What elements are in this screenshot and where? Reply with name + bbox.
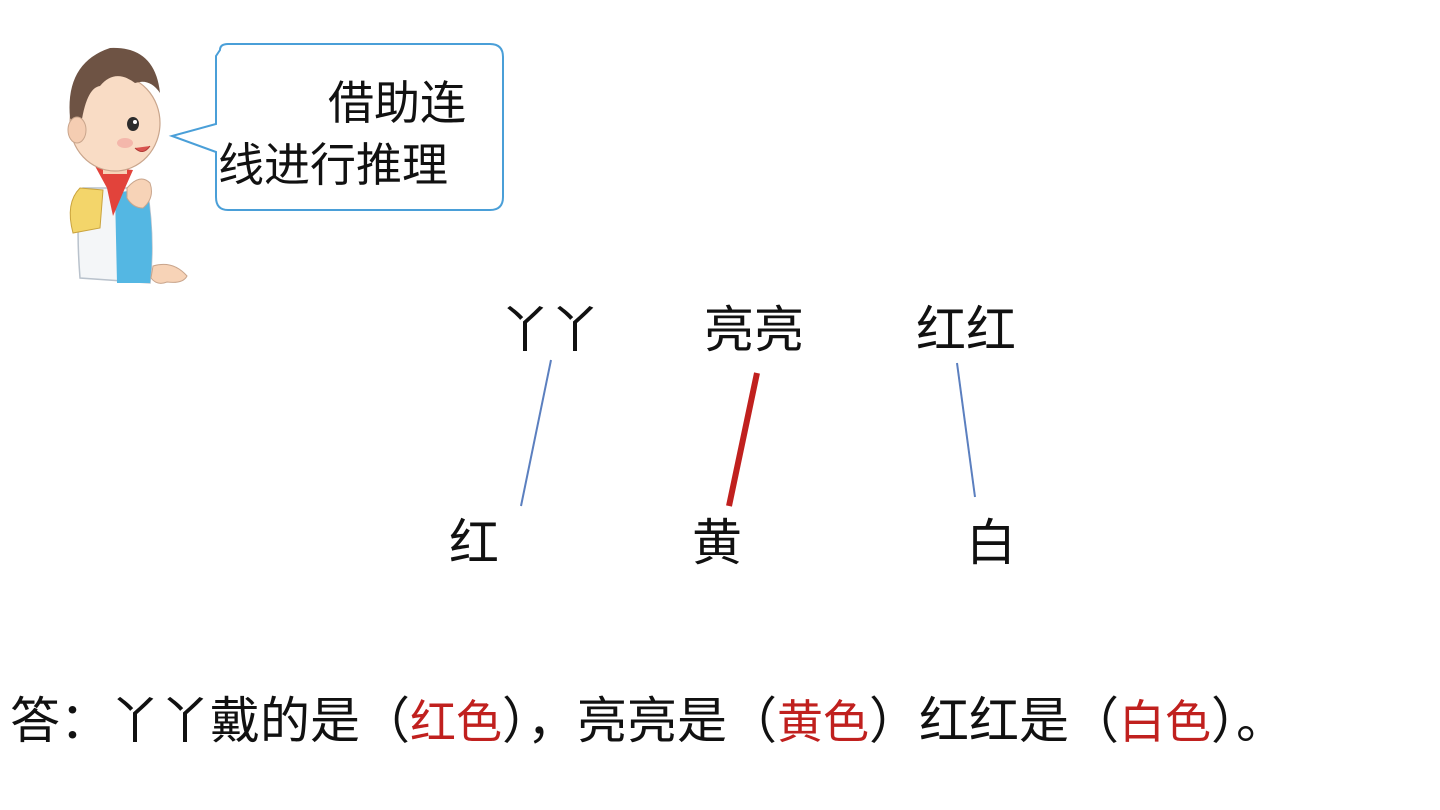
answer-fill-2: 黄色 xyxy=(777,695,869,749)
answer-close2: ） xyxy=(869,692,919,750)
speech-bubble xyxy=(168,43,504,211)
color-yellow: 黄 xyxy=(692,514,742,572)
name-yaya: 丫丫 xyxy=(500,301,600,359)
answer-part2: 亮亮是（ xyxy=(577,692,777,750)
name-honghong: 红红 xyxy=(916,301,1016,359)
color-white: 白 xyxy=(966,514,1016,572)
answer-fill-1: 红色 xyxy=(410,695,502,749)
bubble-text-line2: 线进行推理 xyxy=(218,138,448,192)
line-liangliang-yellow xyxy=(726,372,760,507)
answer-part3: 红红是（ xyxy=(919,692,1119,750)
answer-fill-3: 白色 xyxy=(1119,695,1211,749)
answer-sentence: 答：丫丫戴的是（红色），亮亮是（黄色）红红是（白色）。 xyxy=(10,696,1286,746)
line-yaya-red xyxy=(520,359,552,507)
answer-part1: 丫丫戴的是（ xyxy=(110,692,410,750)
bubble-text-line1: 借助连 xyxy=(328,76,466,130)
line-honghong-white xyxy=(956,362,976,498)
answer-close1: ）， xyxy=(502,692,577,750)
name-liangliang: 亮亮 xyxy=(704,301,804,359)
answer-prefix: 答： xyxy=(10,692,110,750)
color-red: 红 xyxy=(449,514,499,572)
boy-illustration xyxy=(67,47,188,284)
answer-close3: ）。 xyxy=(1211,692,1286,750)
